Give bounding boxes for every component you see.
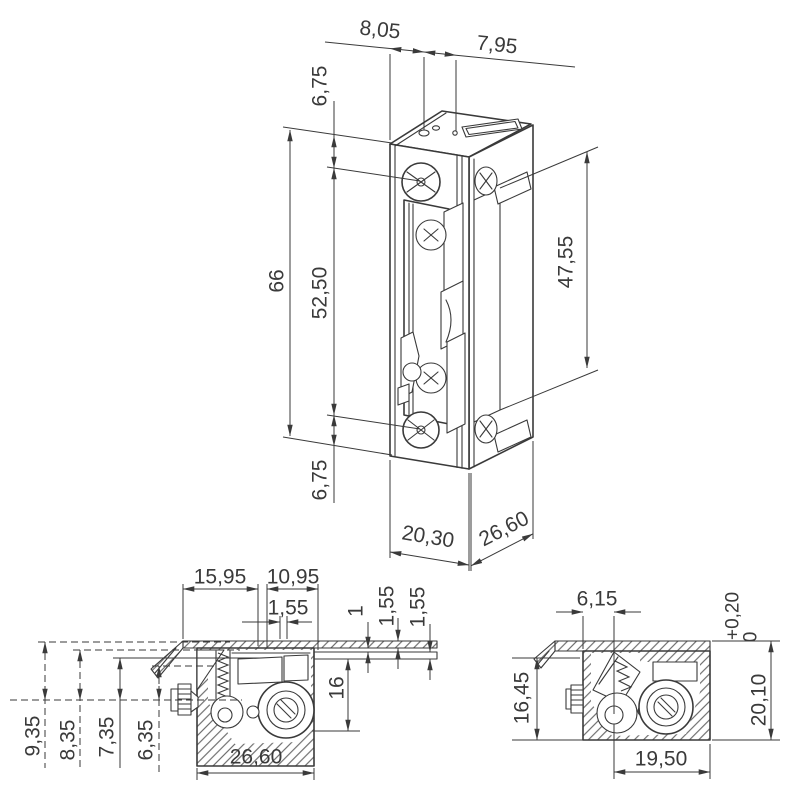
dim-axis-offset-2: 8,35 [57,720,80,761]
latch-spring-icon [614,660,633,692]
dim-top-width-right: 7,95 [475,31,518,58]
frame-strip [313,651,438,660]
section-right-body [533,640,711,741]
main-isometric-view: 8,05 7,95 66 6,75 52,50 6,75 47,55 20,30 [266,16,599,571]
dim-tolerance-plus: +0,20 [723,592,744,640]
dim-plate-left: 15,95 [194,566,247,589]
dim-plate-right: 10,95 [267,566,320,589]
dim-lip-offset: 1,55 [268,597,309,620]
dim-top-width-left: 8,05 [358,16,401,43]
section-right-dimensions: 6,15 16,45 20,10 +0,20 0 19,50 [511,588,780,779]
dim-tolerance-zero: 0 [741,632,762,643]
dim-total-height: 66 [266,269,289,292]
side-opening [473,187,501,423]
keeper-block-lower [446,332,466,434]
dim-body-width: 20,30 [400,521,456,552]
spring-icon [216,652,230,698]
adjustment-screw-right-icon [565,684,584,714]
top-face-details [418,118,523,138]
dim-latch-offset: 6,15 [577,588,618,611]
dim-side-opening-height: 47,55 [555,236,578,289]
dim-axis-offset-4: 6,35 [135,720,158,761]
section-left-dimensions: 15,95 10,95 1,55 1,55 1 1,55 16 [10,566,433,780]
latch-channel-mechanism [397,199,466,434]
dim-axis-offset-3: 7,35 [96,717,119,758]
adjustment-screw-icon [170,683,199,716]
dim-axis-offset-1: 9,35 [22,716,45,757]
dim-section-body-width: 26,60 [230,746,283,769]
dim-pocket-depth: 16 [326,676,349,699]
dim-gap: 1 [345,605,368,617]
dim-offset-top: 6,75 [309,66,332,107]
horizontal-section-view: 15,95 10,95 1,55 1,55 1 1,55 16 [10,566,438,780]
lock-cam-cylinder [257,681,315,739]
dim-pocket-height: 16,45 [511,672,534,725]
dim-body-depth: 26,60 [475,507,532,551]
dim-frame-thickness: 1,55 [407,587,430,628]
vertical-section-view: 6,15 16,45 20,10 +0,20 0 19,50 [511,588,780,779]
main-view-dimensions: 8,05 7,95 66 6,75 52,50 6,75 47,55 20,30 [266,16,599,571]
cable-slot [461,118,523,138]
dim-body-height: 20,10 [748,674,771,727]
latch-roller [210,695,244,729]
dim-plate-thickness: 1,55 [376,586,399,627]
mounting-screws [401,162,532,453]
section-left-body [150,640,438,767]
faceplate-section [182,640,438,649]
dim-offset-bottom: 6,75 [309,460,332,501]
faceplate-section-right [554,640,711,652]
dim-screw-spacing: 52,50 [309,267,332,320]
dim-section-right-width: 19,50 [635,748,688,771]
